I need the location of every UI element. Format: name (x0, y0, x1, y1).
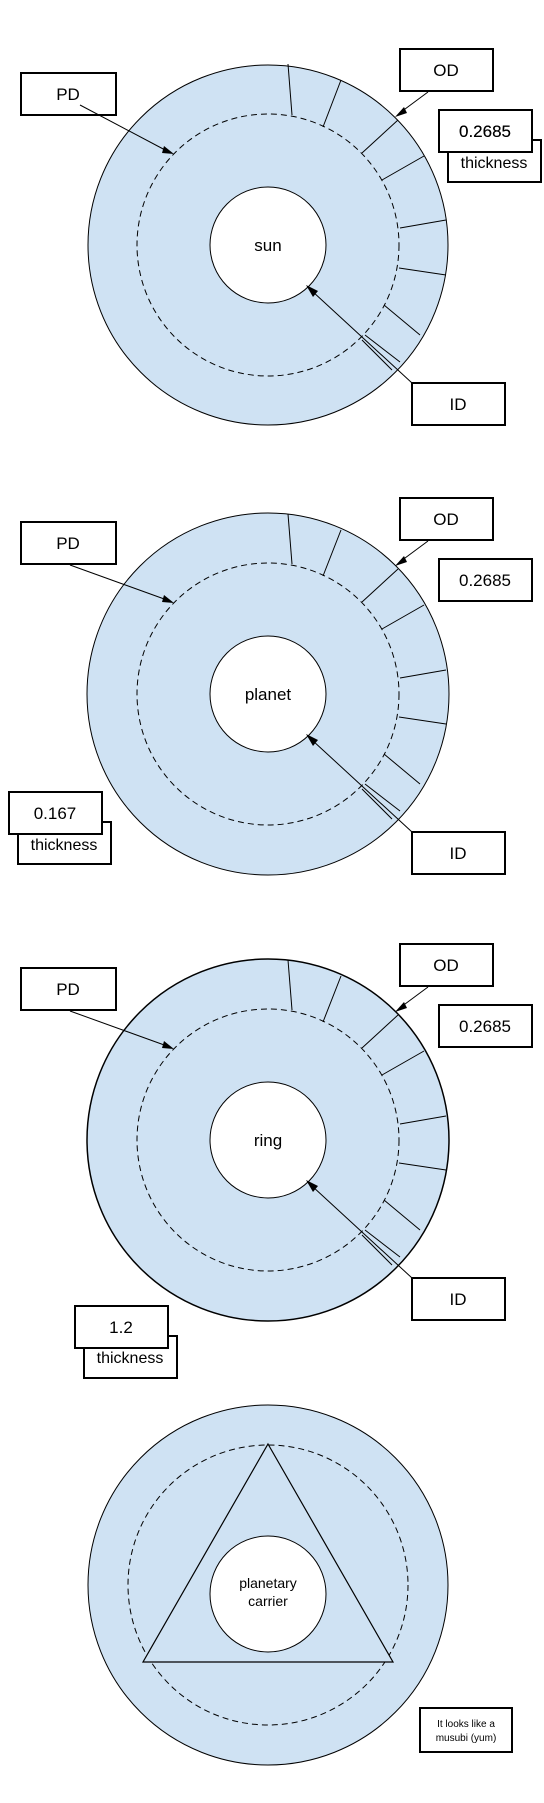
od-value-box (438, 1004, 533, 1048)
musubi-note: It looks like a musubi (yum) (419, 1707, 513, 1753)
sun-gear-pd-callout: PD (20, 72, 174, 154)
ring-gear-pitch-circle (136, 1008, 400, 1272)
planet-gear-tooth-lines (287, 513, 447, 820)
planet-gear-thickness-callout: 0.167 thickness (8, 791, 112, 865)
od-value: 0.2685 (459, 571, 511, 590)
pd-label-box (20, 521, 117, 565)
pd-arrow-head (162, 1041, 174, 1049)
pd-arrow-head (162, 146, 174, 154)
ring-gear-id-callout: ID (306, 1180, 506, 1321)
thickness-value: 0.167 (34, 804, 77, 823)
od-arrow-head (395, 107, 407, 117)
pd-label: PD (56, 534, 80, 553)
thickness-value-box (74, 1305, 169, 1349)
sun-gear-group: PD OD 0.2685 thickness ID sun (20, 48, 542, 426)
pd-arrow-line (79, 104, 168, 152)
musubi-note-line1: It looks like a (437, 1719, 495, 1730)
thickness-value-box (8, 791, 103, 835)
id-label-box (411, 1277, 506, 1321)
carrier-pitch-circle (127, 1444, 409, 1726)
planet-gear-od-value-callout: 0.2685 (438, 558, 533, 602)
od-value-box (438, 558, 533, 602)
pd-label: PD (56, 980, 80, 999)
ring-gear-pd-callout: PD (20, 967, 174, 1049)
id-label: ID (450, 1290, 467, 1309)
ring-gear-od-callout: OD (395, 943, 494, 1012)
ring-gear-tooth-lines (287, 959, 447, 1266)
planet-gear-bore-circle (209, 635, 327, 753)
thickness-value-box (438, 109, 533, 153)
planet-gear-id-callout: ID (306, 734, 506, 875)
sun-gear-thickness-callout: 0.2685 thickness (438, 109, 542, 183)
thickness-label: thickness (461, 155, 528, 172)
planet-gear-group: PD OD 0.2685 0.167 thickness ID planet (8, 497, 533, 876)
sun-gear-id-callout: ID (306, 285, 506, 426)
od-label-box (399, 497, 494, 541)
pd-arrow-line (69, 564, 168, 601)
id-arrow-line (311, 739, 413, 833)
od-arrow-line (400, 986, 429, 1008)
id-arrow-head (306, 734, 318, 746)
ring-gear-name: ring (254, 1131, 282, 1150)
pd-label-box (20, 72, 117, 116)
ring-gear-od-value-callout: 0.2685 (438, 1004, 533, 1048)
id-arrow-head (306, 285, 318, 297)
planet-gear-name: planet (245, 685, 292, 704)
carrier-name-line2: carrier (248, 1593, 288, 1609)
od-arrow-line (400, 540, 429, 562)
id-label-box (411, 382, 506, 426)
planet-gear-pitch-circle (136, 562, 400, 826)
od-label: OD (433, 61, 459, 80)
ring-gear-group: PD OD 0.2685 1.2 thickness ID ring (20, 943, 533, 1379)
ring-gear-bore-circle (209, 1081, 327, 1199)
od-arrow-line (400, 91, 429, 113)
id-arrow-line (311, 290, 413, 384)
od-arrow-head (395, 1002, 407, 1012)
sun-gear-name: sun (254, 236, 281, 255)
od-label-box (399, 48, 494, 92)
thickness-value: 0.2685 (459, 122, 511, 141)
id-arrow-line (311, 1185, 413, 1279)
pd-arrow-line (69, 1010, 168, 1047)
sun-gear-od-callout: OD (395, 48, 494, 117)
thickness-value: 1.2 (109, 1318, 133, 1337)
od-value: 0.2685 (459, 1017, 511, 1036)
id-arrow-head (306, 1180, 318, 1192)
od-label: OD (433, 956, 459, 975)
od-label: OD (433, 510, 459, 529)
musubi-note-line2: musubi (yum) (436, 1733, 497, 1744)
planetary-carrier-group: planetary carrier (87, 1404, 449, 1766)
id-label: ID (450, 395, 467, 414)
sun-gear-bore-circle (209, 186, 327, 304)
od-label-box (399, 943, 494, 987)
musubi-note-box (419, 1707, 513, 1753)
planet-gear-pd-callout: PD (20, 521, 174, 603)
id-label-box (411, 831, 506, 875)
sun-gear-tooth-lines (287, 63, 447, 371)
thickness-label: thickness (31, 837, 98, 854)
pd-label-box (20, 967, 117, 1011)
ring-gear-thickness-callout: 1.2 thickness (74, 1305, 178, 1379)
planet-gear-od-callout: OD (395, 497, 494, 566)
od-arrow-head (395, 556, 407, 566)
thickness-label: thickness (97, 1350, 164, 1367)
pd-label: PD (56, 85, 80, 104)
id-label: ID (450, 844, 467, 863)
sun-gear-od-value: 0.2685 (459, 122, 511, 141)
carrier-bore-circle (209, 1535, 327, 1653)
pd-arrow-head (162, 595, 174, 603)
sun-gear-pitch-circle (136, 113, 400, 377)
carrier-name-line1: planetary (239, 1575, 297, 1591)
